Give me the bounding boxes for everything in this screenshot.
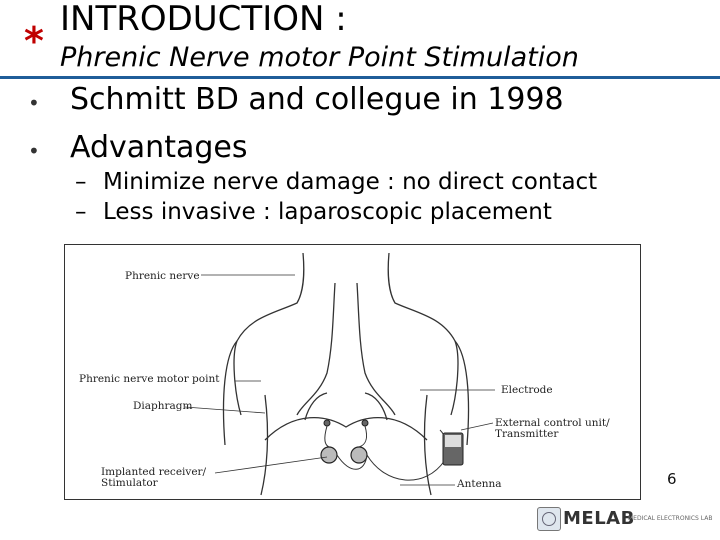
label-motor-point: Phrenic nerve motor point <box>79 373 220 385</box>
footer-tagline: MEDICAL ELECTRONICS LAB <box>628 515 713 522</box>
bullet-glyph: • <box>28 91 40 115</box>
sub-bullet-text: Less invasive : laparoscopic placement <box>103 199 552 225</box>
melab-logo-icon <box>537 507 561 531</box>
bullet-text: Advantages <box>70 130 248 165</box>
label-diaphragm: Diaphragm <box>133 400 193 412</box>
anatomy-figure: Phrenic nerve Phrenic nerve motor point … <box>64 244 641 500</box>
dash-glyph: – <box>75 199 87 225</box>
slide-title: INTRODUCTION : <box>60 0 347 39</box>
bullet-text: Schmitt BD and collegue in 1998 <box>70 82 564 117</box>
sub-bullet-text: Minimize nerve damage : no direct contac… <box>103 169 598 195</box>
torso-illustration <box>184 252 495 496</box>
slide-header: * INTRODUCTION : Phrenic Nerve motor Poi… <box>0 0 720 80</box>
bullet-glyph: • <box>28 139 40 163</box>
logo-emblem <box>542 512 556 526</box>
header-rule <box>0 76 720 79</box>
footer-brand: MELAB <box>563 508 635 529</box>
dash-glyph: – <box>75 169 87 195</box>
label-electrode: Electrode <box>501 384 553 396</box>
label-control-unit: External control unit/ Transmitter <box>495 417 610 441</box>
page-number: 6 <box>667 470 677 488</box>
title-marker: * <box>24 19 44 63</box>
slide-subtitle: Phrenic Nerve motor Point Stimulation <box>60 42 579 73</box>
label-phrenic-nerve: Phrenic nerve <box>125 270 200 282</box>
label-receiver: Implanted receiver/ Stimulator <box>101 466 207 490</box>
label-antenna: Antenna <box>457 478 502 490</box>
